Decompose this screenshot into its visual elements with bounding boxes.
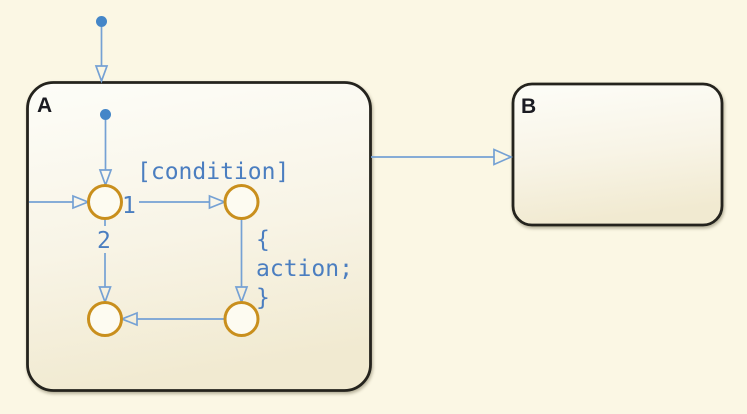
default-transition-outer[interactable] — [94, 16, 109, 84]
transition-priority-label[interactable]: 2 — [97, 228, 111, 254]
state-A-label[interactable]: A — [37, 94, 52, 117]
arrowhead-icon[interactable] — [94, 65, 109, 84]
transition-left-entry[interactable] — [29, 194, 91, 210]
transition-priority-label[interactable]: 1 — [122, 193, 136, 219]
state-B[interactable]: B — [511, 82, 724, 227]
default-transition-dot[interactable] — [96, 16, 107, 27]
transition-action-label-line1[interactable]: { — [256, 227, 270, 253]
arrowhead-icon[interactable] — [72, 194, 91, 210]
transition-j2-j4[interactable]: { action; } — [234, 218, 353, 312]
arrowhead-icon[interactable] — [98, 169, 113, 188]
default-transition-inner[interactable] — [98, 109, 113, 188]
arrowhead-icon[interactable] — [208, 194, 227, 210]
arrowhead-icon[interactable] — [493, 148, 514, 166]
transition-action-label-line2[interactable]: action; — [256, 256, 353, 282]
junction-bottom-left[interactable] — [87, 301, 123, 337]
arrowhead-icon[interactable] — [234, 286, 249, 305]
transition-j4-j3[interactable] — [119, 311, 225, 327]
junction-top-right[interactable] — [223, 184, 260, 220]
transition-j1-j2[interactable]: 1 [condition] — [122, 159, 289, 219]
state-A-box[interactable] — [26, 81, 372, 392]
default-transition-dot[interactable] — [100, 109, 111, 120]
state-B-box[interactable] — [511, 82, 724, 227]
transition-action-label-line3[interactable]: } — [256, 285, 270, 311]
junction-top-left[interactable] — [87, 184, 123, 220]
state-A[interactable]: A — [26, 81, 372, 392]
transition-condition-label[interactable]: [condition] — [137, 159, 289, 185]
arrowhead-icon[interactable] — [119, 311, 138, 327]
arrowhead-icon[interactable] — [98, 286, 112, 305]
transition-A-B[interactable] — [371, 148, 514, 166]
junction-bottom-right[interactable] — [223, 301, 260, 337]
transition-j1-j3[interactable]: 2 — [97, 218, 112, 305]
state-B-label[interactable]: B — [521, 95, 536, 118]
